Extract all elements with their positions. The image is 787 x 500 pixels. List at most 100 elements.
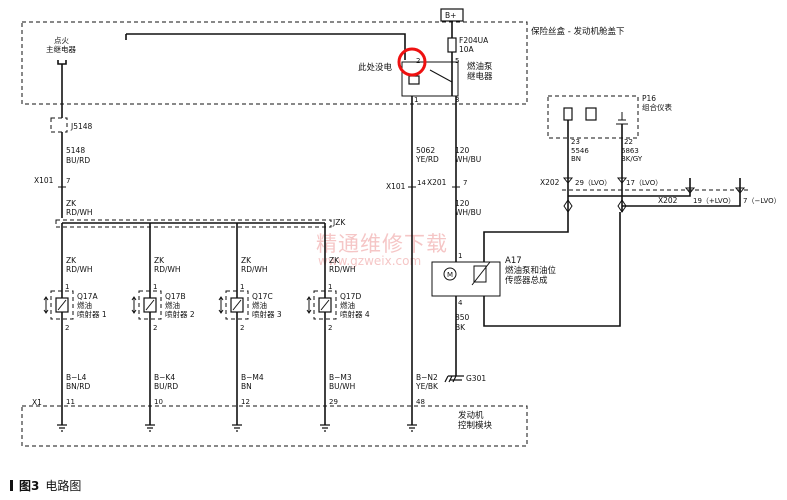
sensor-signal-wire xyxy=(483,212,569,262)
wire-5546-color: BN xyxy=(571,155,581,163)
injector-out-circuit: B−L4 xyxy=(66,373,87,382)
injector-arrow-icon xyxy=(218,296,224,314)
injector-label-1: 燃油 xyxy=(252,300,267,310)
injector-wire-color: RD/WH xyxy=(241,265,268,274)
connector-x202-a: X202 xyxy=(540,178,560,187)
wire-850-color: BK xyxy=(455,323,466,332)
pump-pin-4: 4 xyxy=(458,299,463,307)
battery-positive-label: B+ xyxy=(445,11,456,20)
ecm-ground-icon xyxy=(57,424,67,432)
injector-id: Q17A xyxy=(77,292,98,301)
ecm-ground-pump xyxy=(407,424,417,432)
pump-ecm-color: YE/BK xyxy=(415,382,439,391)
lvo-plus-wire xyxy=(568,178,691,197)
wire-6863-color: BK/GY xyxy=(621,155,643,163)
fuel-pump-module-label-2: 传感器总成 xyxy=(505,275,548,286)
injector-pin-2: 2 xyxy=(65,324,69,332)
injector-pin-1: 1 xyxy=(328,283,332,291)
injector-out-circuit: B−K4 xyxy=(154,373,175,382)
connector-x101-left: X101 xyxy=(34,176,54,185)
cluster-ground-icon xyxy=(616,112,628,125)
cluster-label: 组合仪表 xyxy=(642,102,672,112)
injector-pin-1: 1 xyxy=(240,283,244,291)
injector-label-1: 燃油 xyxy=(165,300,180,310)
injector-wire: ZK xyxy=(329,256,340,265)
injector-label-2: 喷射器 4 xyxy=(340,309,370,319)
fuel-pump-module-box xyxy=(431,261,501,297)
annotation-text: 此处没电 xyxy=(358,62,393,73)
ignition-relay-label-2: 主继电器 xyxy=(46,44,76,54)
pump-pin-1: 1 xyxy=(458,252,462,260)
connector-x201: X201 xyxy=(427,178,447,187)
cluster-gauge-resistor xyxy=(563,107,573,121)
wire-5062-circuit: 5062 xyxy=(416,146,435,155)
connector-x1-pin: 12 xyxy=(241,398,250,406)
fuse-rating: 10A xyxy=(459,45,475,54)
wire-120-circuit-2: 120 xyxy=(455,199,470,208)
cluster-pin-22: 22 xyxy=(624,138,633,146)
injector-label-1: 燃油 xyxy=(340,300,355,310)
caption-title: 电路图 xyxy=(45,479,82,493)
injector-id: Q17C xyxy=(252,292,273,301)
splice-wire: ZK xyxy=(66,199,77,208)
injector-label-1: 燃油 xyxy=(77,300,92,310)
injector-pin-2: 2 xyxy=(153,324,157,332)
connector-j5148 xyxy=(50,117,68,133)
injector-wire: ZK xyxy=(66,256,77,265)
injector-wire-color: RD/WH xyxy=(329,265,356,274)
injector-wire-color: RD/WH xyxy=(154,265,181,274)
ground-g301-symbol xyxy=(444,375,464,383)
wire-5148-circuit: 5148 xyxy=(66,146,85,155)
watermark-text: 精通维修下载 xyxy=(316,232,448,256)
cluster-p16-box xyxy=(547,95,639,139)
connector-x201-pin: 7 xyxy=(463,179,467,187)
fuel-pump-module-id: A17 xyxy=(505,256,522,266)
injector-wire-color: RD/WH xyxy=(66,265,93,274)
x202-pin-29-marker xyxy=(562,177,574,184)
fuel-gauge-icon xyxy=(585,107,597,121)
connector-x202-b: X202 xyxy=(658,196,678,205)
figure-caption: 图3 电路图 xyxy=(10,477,81,494)
fuse-id: F204UA xyxy=(459,36,489,45)
injector-arrow-icon xyxy=(306,296,312,314)
ignition-relay-label-1: 点火 xyxy=(54,36,69,45)
fuel-level-sensor-symbol xyxy=(473,265,487,283)
wire-6863-circuit: 6863 xyxy=(621,147,639,155)
caption-figure: 图3 xyxy=(19,479,40,493)
injector-connector-box xyxy=(138,290,162,320)
ecm-label-1: 发动机 xyxy=(458,410,484,421)
ignition-relay-contact xyxy=(57,60,67,65)
injector-label-2: 喷射器 2 xyxy=(165,309,195,319)
connector-x101-right-pin: 14 xyxy=(417,179,426,187)
injector-id: Q17D xyxy=(340,292,361,301)
ecm-ground-icon xyxy=(320,424,330,432)
relay-coil-symbol xyxy=(408,75,420,85)
ecm-label-2: 控制模块 xyxy=(458,420,493,431)
splice-jzk xyxy=(55,219,332,228)
fuel-pump-module-label-1: 燃油泵和油位 xyxy=(505,265,557,276)
wiring-diagram: 精通维修下载 www.gzweix.com 保险丝盒 - 发动机舱盖下 B+ F… xyxy=(21,8,781,447)
ecm-ground-icon xyxy=(145,424,155,432)
connector-x1-label: X1 xyxy=(32,398,42,407)
injector-out-color: BN xyxy=(241,382,252,391)
injector-pin-1: 1 xyxy=(65,283,69,291)
splice-color: RD/WH xyxy=(66,208,93,217)
fuse-block-label: 保险丝盒 - 发动机舱盖下 xyxy=(531,26,625,37)
relay-feed-wire xyxy=(126,33,406,60)
relay-pin-3: 3 xyxy=(455,96,459,104)
injector-arrow-icon xyxy=(131,296,137,314)
connector-x101-right: X101 xyxy=(386,182,406,191)
connector-x1-pin-48: 48 xyxy=(416,398,425,406)
x202-pin-17-marker xyxy=(616,177,628,184)
relay-pin-5: 5 xyxy=(455,57,459,65)
injector-connector-box xyxy=(50,290,74,320)
cluster-pin-23: 23 xyxy=(571,138,580,146)
injector-connector-box xyxy=(313,290,337,320)
x202-pin-19-marker xyxy=(684,187,696,194)
injector-out-color: BN/RD xyxy=(66,382,90,391)
relay-pin-1: 1 xyxy=(414,96,418,104)
injector-label-2: 喷射器 3 xyxy=(252,309,282,319)
